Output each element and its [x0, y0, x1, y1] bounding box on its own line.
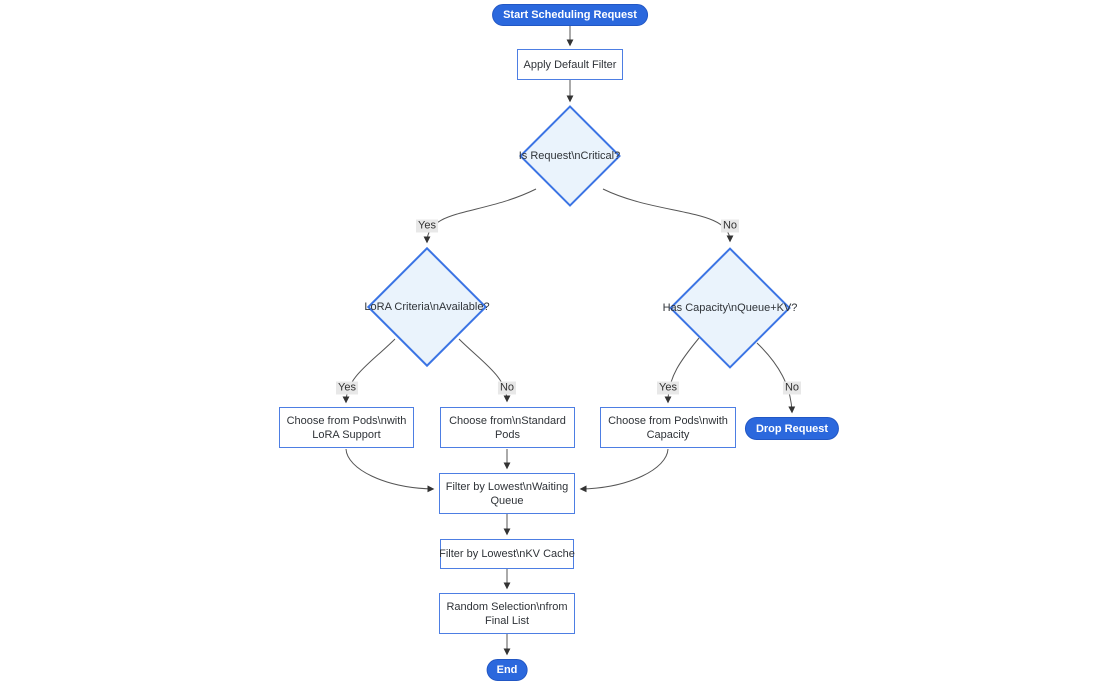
node-choose-standard-pods-line2: Pods	[494, 428, 521, 441]
node-filter-waiting-queue: Filter by Lowest\nWaiting Queue	[439, 473, 575, 514]
edge-capacity-yes-to-choose-capacity	[664, 337, 700, 404]
node-choose-pods-capacity-line2: Capacity	[646, 428, 690, 441]
edge-label-critical-yes: Yes	[416, 219, 438, 233]
node-random-selection: Random Selection\nfrom Final List	[439, 593, 575, 634]
edge-choose-lora-to-filter-queue	[345, 448, 435, 493]
node-end: End	[486, 659, 528, 681]
edge-label-critical-no: No	[720, 219, 740, 233]
node-choose-pods-lora: Choose from Pods\nwith LoRA Support	[279, 407, 414, 448]
node-start-label: Start Scheduling Request	[503, 9, 637, 21]
node-random-selection-line1: Random Selection\nfrom	[446, 600, 568, 613]
decision-lora-criteria-available: LoRA Criteria\nAvailable?	[364, 246, 490, 368]
decision-has-capacity-queue-kv-label: Has Capacity\nQueue+KV?	[662, 301, 798, 314]
node-random-selection-line2: Final List	[484, 614, 530, 627]
decision-has-capacity-queue-kv: Has Capacity\nQueue+KV?	[663, 246, 797, 369]
node-apply-default-filter-label: Apply Default Filter	[523, 58, 617, 71]
edge-label-capacity-no: No	[782, 381, 802, 395]
edge-label-lora-yes: Yes	[336, 381, 358, 395]
node-start: Start Scheduling Request	[492, 4, 648, 26]
edge-choose-capacity-to-filter-queue	[579, 448, 669, 493]
edge-label-lora-no: No	[497, 381, 517, 395]
edge-critical-no-to-capacity	[602, 188, 734, 243]
decision-lora-criteria-available-label: LoRA Criteria\nAvailable?	[364, 301, 490, 313]
edge-capacity-no-to-drop	[756, 342, 796, 414]
node-choose-pods-lora-line1: Choose from Pods\nwith	[286, 414, 407, 427]
node-choose-pods-capacity-line1: Choose from Pods\nwith	[608, 414, 728, 427]
edge-lora-yes-to-choose-lora	[342, 338, 396, 404]
node-filter-waiting-queue-line2: Queue	[490, 494, 524, 507]
node-filter-kv-cache: Filter by Lowest\nKV Cache	[439, 539, 575, 569]
node-apply-default-filter: Apply Default Filter	[517, 49, 623, 80]
decision-is-request-critical: Is Request\nCritical?	[518, 105, 621, 207]
node-filter-waiting-queue-line1: Filter by Lowest\nWaiting	[445, 480, 569, 493]
node-end-label: End	[496, 664, 518, 676]
node-choose-standard-pods: Choose from\nStandard Pods	[440, 407, 575, 448]
node-drop-request: Drop Request	[744, 417, 840, 440]
node-filter-kv-cache-label: Filter by Lowest\nKV Cache	[439, 548, 575, 560]
node-choose-pods-capacity: Choose from Pods\nwith Capacity	[600, 407, 736, 448]
edge-label-capacity-yes: Yes	[657, 381, 679, 395]
node-choose-standard-pods-line1: Choose from\nStandard	[449, 414, 566, 427]
decision-is-request-critical-label: Is Request\nCritical?	[518, 150, 621, 162]
node-drop-request-label: Drop Request	[755, 422, 829, 435]
node-choose-pods-lora-line2: LoRA Support	[312, 428, 381, 441]
